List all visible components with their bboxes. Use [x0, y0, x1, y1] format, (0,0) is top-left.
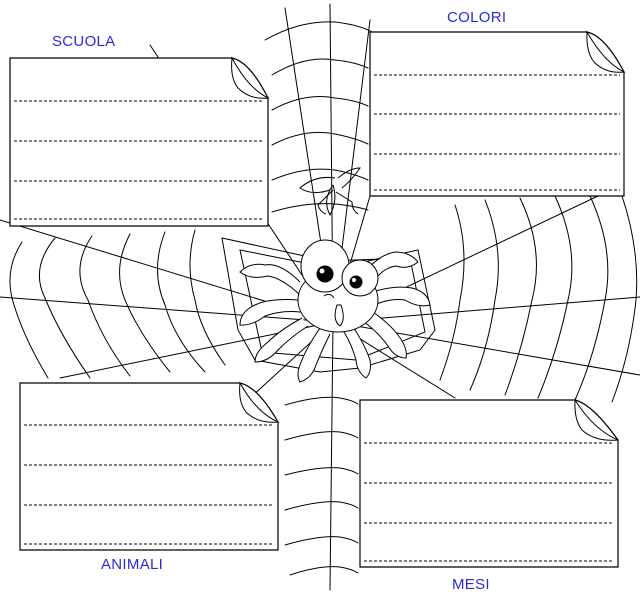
- writing-box-animali: [19, 381, 280, 551]
- spider-icon: [239, 239, 431, 383]
- writing-box-mesi: [359, 398, 619, 568]
- label-scuola: SCUOLA: [52, 33, 116, 50]
- label-mesi: MESI: [452, 576, 490, 593]
- writing-box-scuola: [9, 56, 270, 227]
- writing-box-colori: [369, 30, 626, 197]
- label-animali: ANIMALI: [101, 556, 164, 573]
- fly-icon: [299, 167, 361, 217]
- label-colori: COLORI: [447, 9, 507, 26]
